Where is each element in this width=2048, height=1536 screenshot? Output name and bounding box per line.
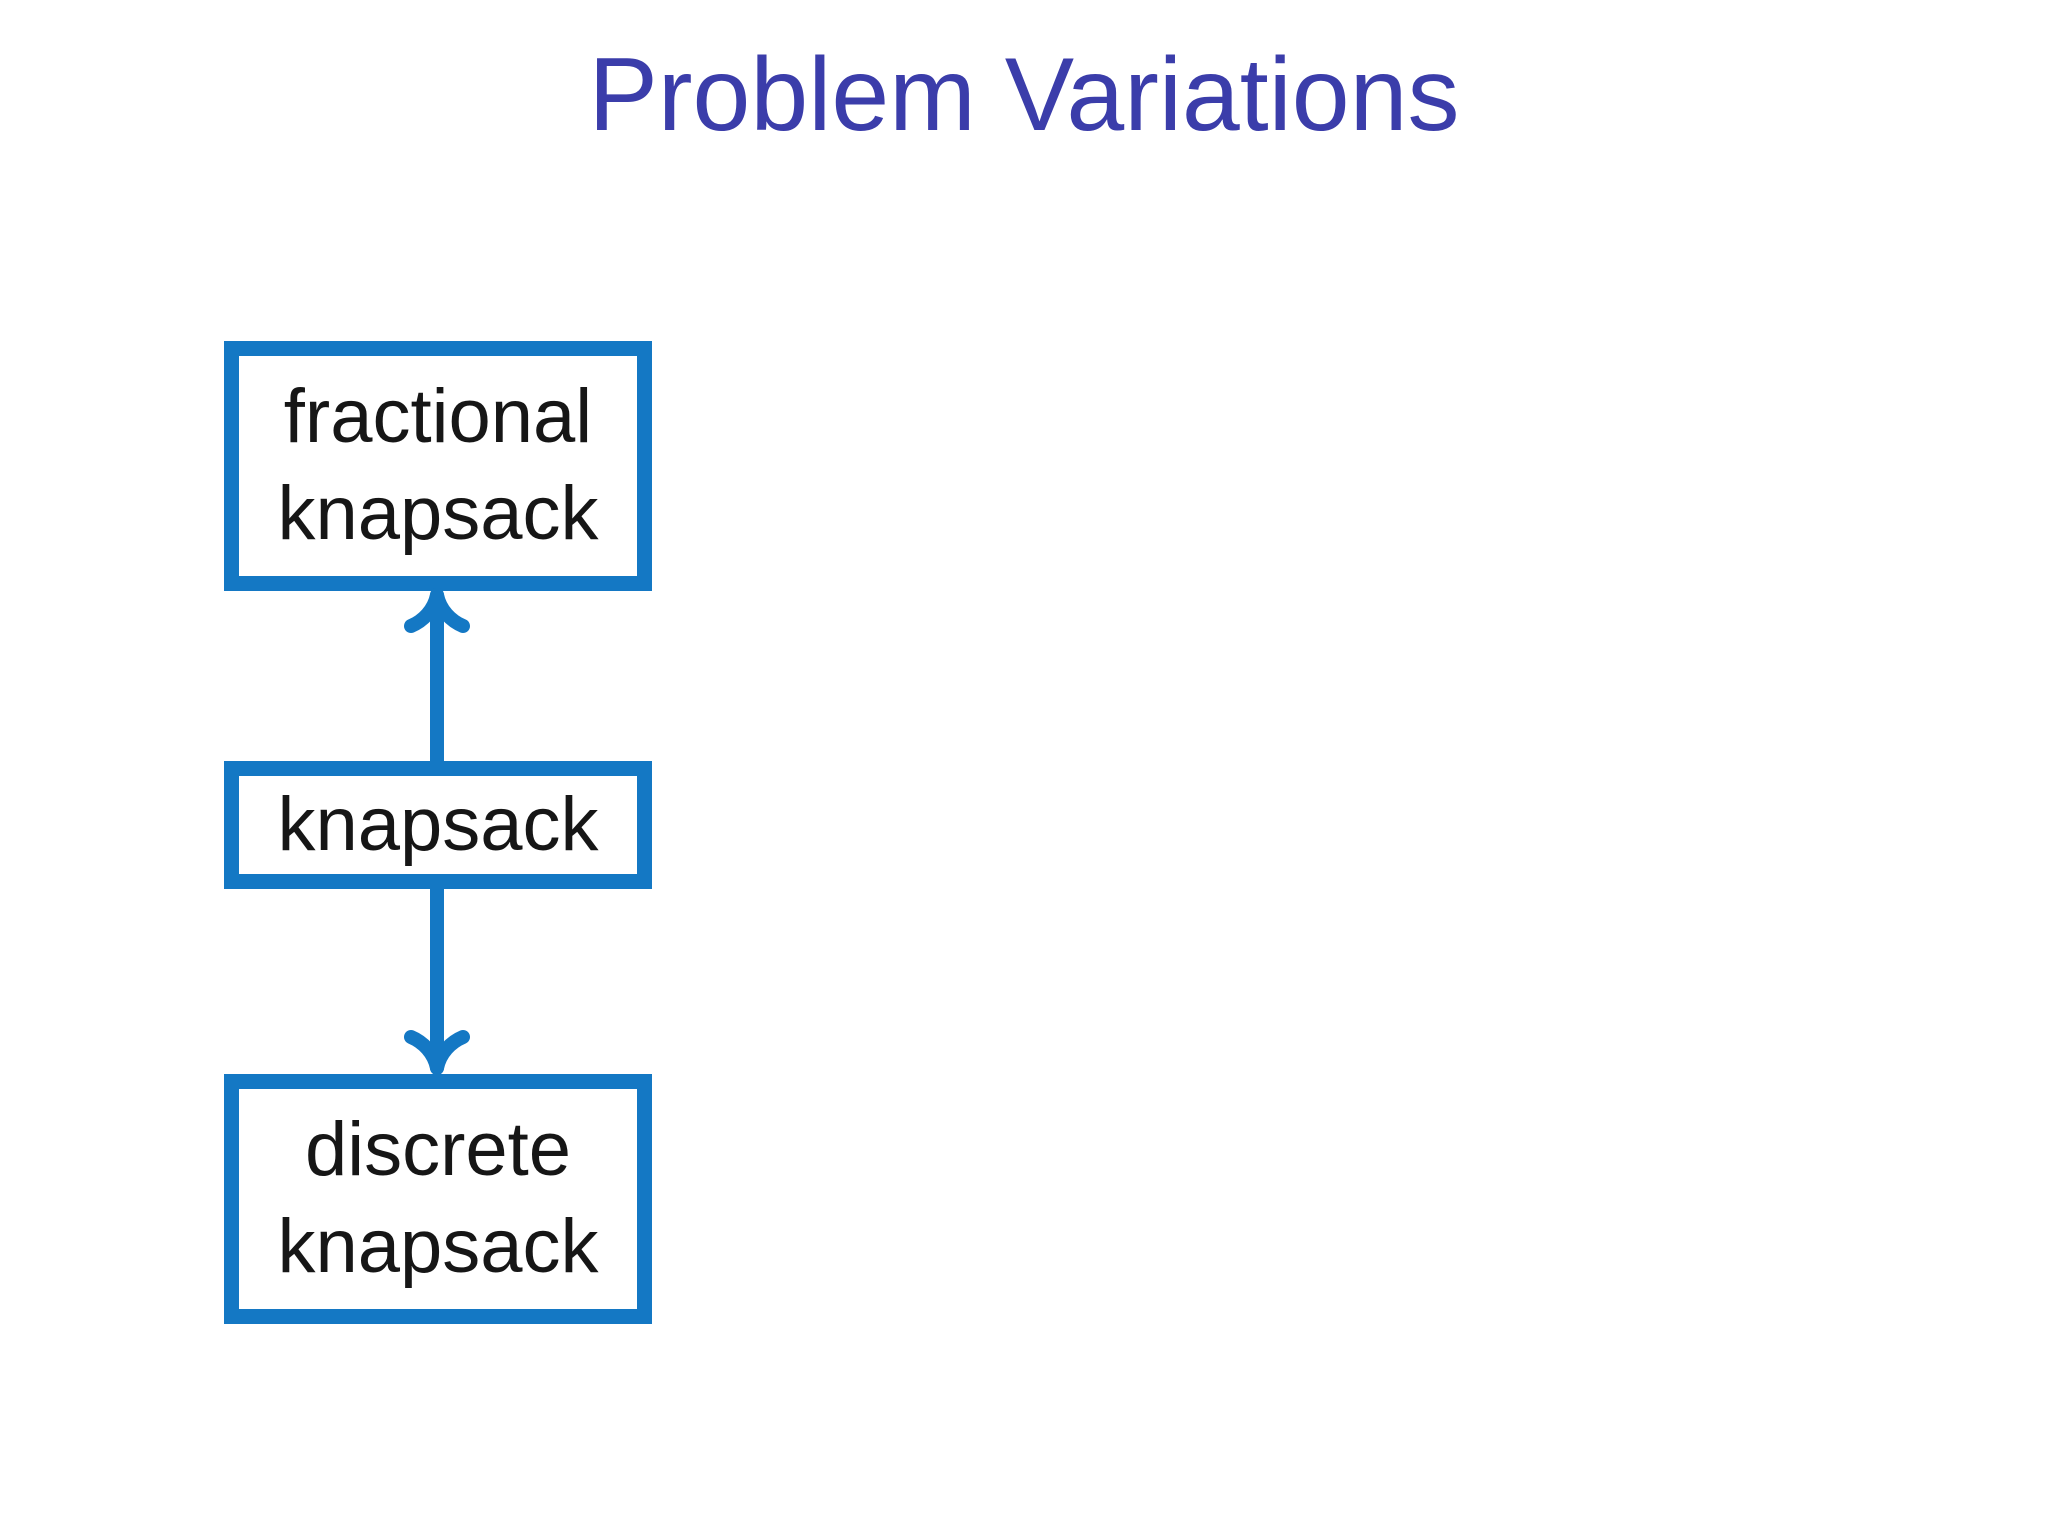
node-fractional-knapsack: fractional knapsack — [224, 341, 652, 591]
up-arrow-barb-right — [430, 588, 470, 633]
node-knapsack: knapsack — [224, 761, 652, 889]
slide-title: Problem Variations — [588, 37, 1460, 153]
node-knapsack-label: knapsack — [277, 781, 599, 867]
node-fractional-knapsack-label: fractional knapsack — [277, 374, 599, 556]
down-arrow-barb-right — [430, 1030, 470, 1075]
down-arrow-icon — [404, 885, 470, 1075]
up-arrow-icon — [404, 588, 470, 765]
node-discrete-knapsack-label: discrete knapsack — [277, 1107, 599, 1289]
node-discrete-knapsack: discrete knapsack — [224, 1074, 652, 1324]
